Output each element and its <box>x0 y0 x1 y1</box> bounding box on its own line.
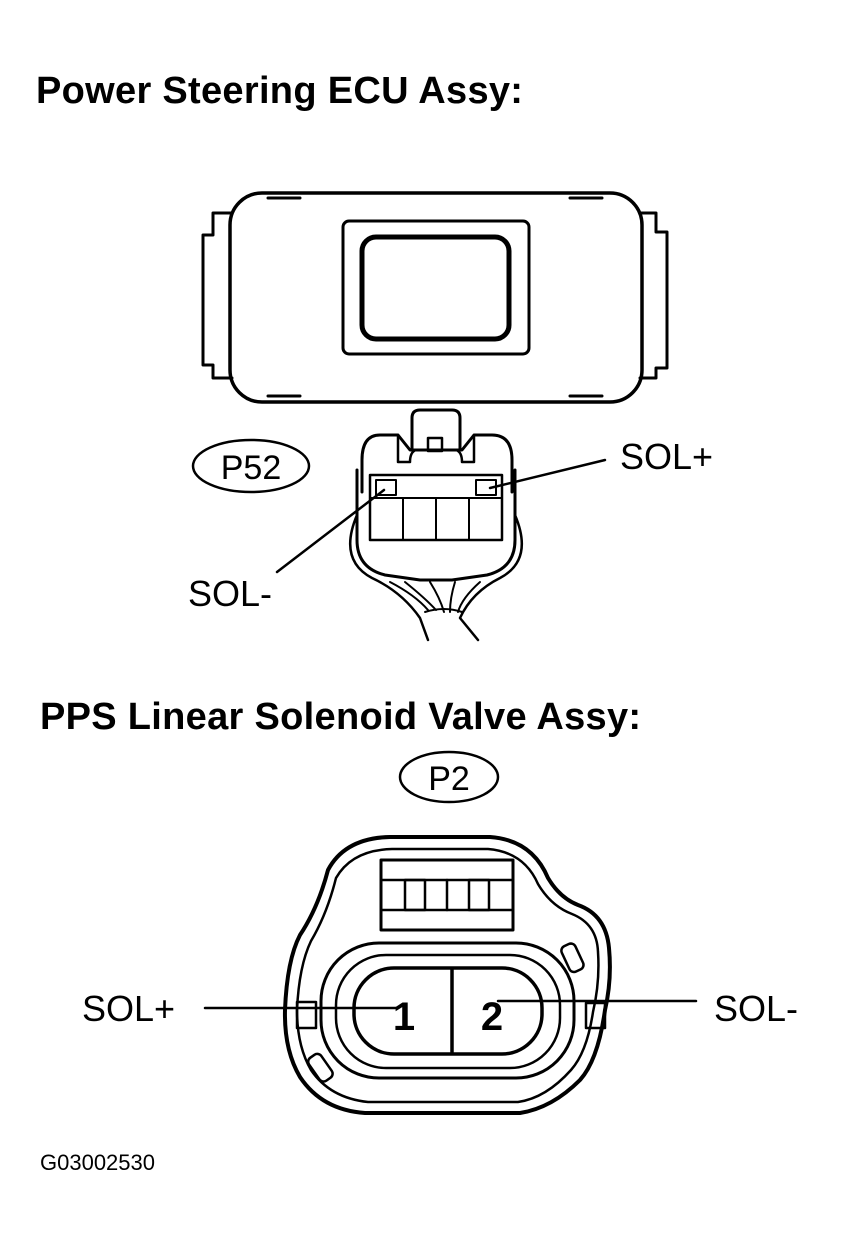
ecu-harness-connector <box>348 408 524 642</box>
ecu-connector-code: P52 <box>221 449 282 487</box>
ecu-sol-plus-label: SOL+ <box>620 436 713 477</box>
valve-sol-plus-label: SOL+ <box>82 988 175 1029</box>
ecu-section-title: Power Steering ECU Assy: <box>36 70 524 112</box>
valve-sol-minus-label: SOL- <box>714 988 798 1029</box>
ecu-sol-minus-label: SOL- <box>188 573 272 614</box>
valve-connector-code-badge <box>398 750 500 804</box>
ecu-sol-minus-leader <box>275 488 386 574</box>
pin-1-label: 1 <box>393 995 415 1039</box>
valve-connector-code: P2 <box>428 760 470 798</box>
ecu-connector-code-badge <box>191 438 311 494</box>
figure-id: G03002530 <box>40 1150 155 1175</box>
ecu-body <box>201 191 669 404</box>
ecu-sol-plus-leader <box>488 458 607 490</box>
pin-2-label: 2 <box>481 995 503 1039</box>
valve-connector <box>282 835 612 1115</box>
valve-section-title: PPS Linear Solenoid Valve Assy: <box>40 696 642 738</box>
